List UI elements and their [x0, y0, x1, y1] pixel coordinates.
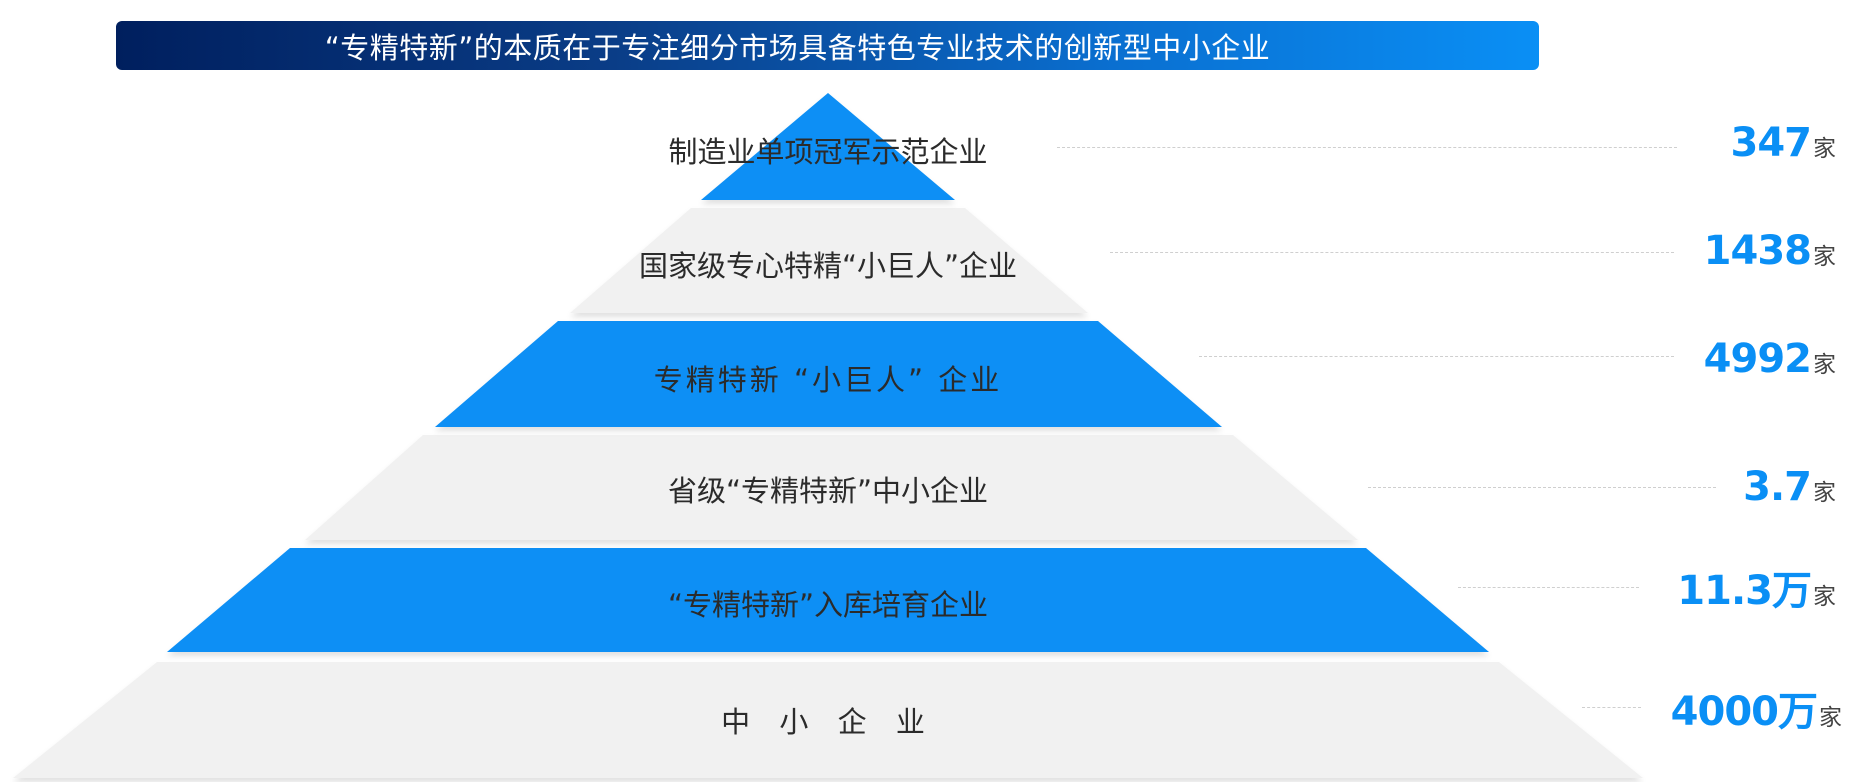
layer-4-label: 省级“专精特新”中小企业	[667, 474, 989, 508]
stat-value: 1438	[1703, 228, 1812, 274]
stat-layer-6: 4000万 家	[1671, 679, 1842, 737]
pyramid-layer-2	[570, 208, 1088, 313]
stat-unit: 家	[1813, 352, 1836, 378]
stat-unit: 家	[1819, 705, 1842, 731]
stat-value: 11.3万	[1677, 568, 1812, 614]
pyramid-layer-1	[701, 93, 955, 200]
stat-layer-2: 1438 家	[1704, 228, 1836, 274]
pyramid-layer-5	[167, 548, 1489, 652]
stat-layer-3: 4992 家	[1704, 336, 1836, 382]
pyramid-layer-6	[13, 662, 1643, 778]
leader-line-4	[1368, 487, 1716, 488]
leader-line-6	[1582, 707, 1641, 708]
stat-value: 4000万	[1670, 689, 1818, 735]
leader-line-1	[1057, 147, 1677, 148]
title-text: “专精特新”的本质在于专注细分市场具备特色专业技术的创新型中小企业	[324, 30, 1271, 65]
stat-value: 4992	[1703, 336, 1812, 382]
leader-line-3	[1199, 356, 1674, 357]
stat-unit: 家	[1813, 480, 1836, 506]
stat-layer-5: 11.3万 家	[1677, 558, 1836, 616]
pyramid-layer-4	[305, 435, 1358, 540]
layer-3-label: 专精特新 “小巨人” 企业	[653, 363, 1003, 397]
stat-layer-4: 3.7 家	[1743, 464, 1836, 510]
layer-5-label: “专精特新”入库培育企业	[667, 588, 989, 622]
leader-line-5	[1458, 587, 1639, 588]
layer-1-label: 制造业单项冠军示范企业	[668, 135, 988, 169]
leader-line-2	[1110, 252, 1674, 253]
stat-value: 3.7	[1743, 464, 1812, 510]
title-banner: “专精特新”的本质在于专注细分市场具备特色专业技术的创新型中小企业	[116, 21, 1539, 70]
stat-unit: 家	[1813, 584, 1836, 610]
stat-value: 347	[1730, 120, 1812, 166]
layer-6-label: 中 小 企 业	[721, 705, 935, 739]
layer-2-label: 国家级专心特精“小巨人”企业	[638, 249, 1018, 283]
stat-unit: 家	[1813, 244, 1836, 270]
pyramid-layer-3	[435, 321, 1222, 427]
stat-unit: 家	[1813, 136, 1836, 162]
stat-layer-1: 347 家	[1731, 120, 1837, 166]
